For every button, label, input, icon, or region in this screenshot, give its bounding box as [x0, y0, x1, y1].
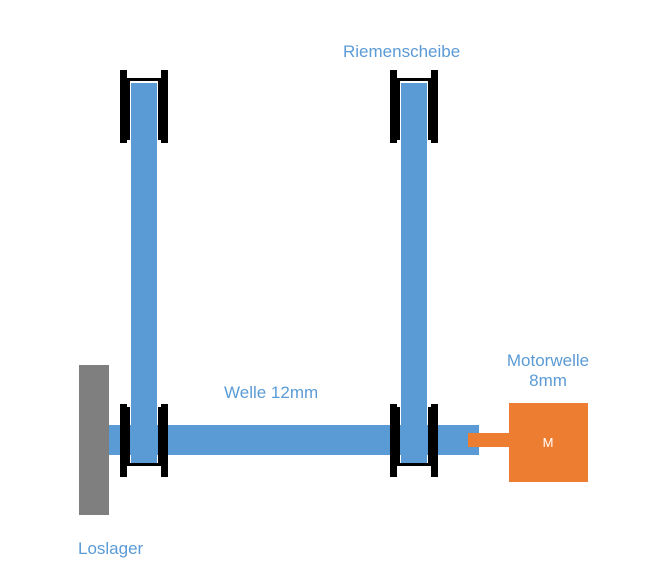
motor-label: M [543, 435, 554, 450]
loslager-bearing [79, 365, 109, 515]
loslager-label: Loslager [78, 539, 144, 558]
pulley-left-bottom [120, 404, 168, 477]
right-belt [401, 83, 427, 463]
left-belt [131, 83, 157, 463]
motorwelle-label-line2: 8mm [529, 371, 567, 390]
pulley-right-bottom [390, 404, 438, 477]
motorwelle-label-line1: Motorwelle [506, 351, 590, 370]
pulley-left-top [120, 70, 168, 143]
pulley-right-top [390, 70, 438, 143]
riemenscheibe-label: Riemenscheibe [343, 42, 461, 61]
welle-label: Welle 12mm [224, 383, 319, 402]
motorwelle-label: Motorwelle 8mm [490, 351, 606, 391]
motor [509, 403, 588, 482]
motor-shaft [468, 433, 509, 447]
